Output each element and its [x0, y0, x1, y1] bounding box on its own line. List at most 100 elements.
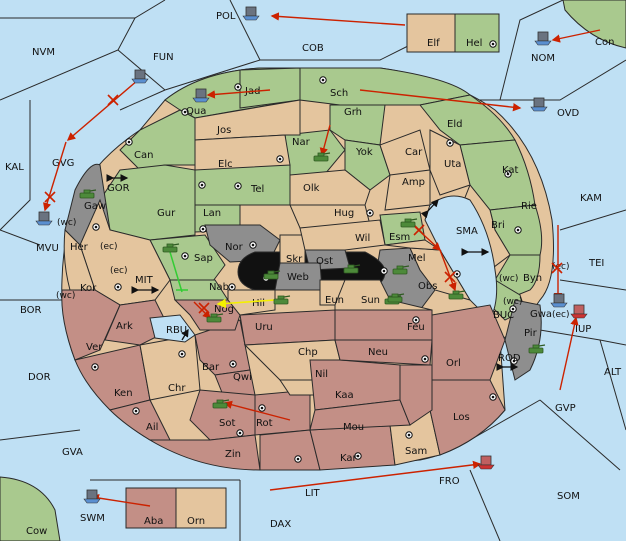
province-eun-south[interactable]	[334, 279, 433, 311]
label-rbu: RBU	[166, 325, 187, 336]
label-som: SOM	[557, 491, 580, 502]
label-mel: Mel	[408, 253, 426, 264]
label-byn: Byn	[523, 273, 542, 284]
label-dax: DAX	[270, 519, 291, 530]
label-amp: Amp	[402, 177, 425, 188]
coast-tag-kor-ec: (ec)	[110, 266, 128, 276]
province-zin[interactable]	[148, 434, 261, 471]
label-tel: Tel	[250, 184, 264, 195]
label-esm: Esm	[389, 232, 410, 243]
province-yok[interactable]	[344, 139, 391, 191]
label-car: Car	[405, 147, 423, 158]
province-cow[interactable]	[0, 476, 61, 541]
label-cob: COB	[302, 43, 324, 54]
label-aba: Aba	[144, 516, 163, 527]
label-nar: Nar	[292, 137, 311, 148]
province-tel[interactable]	[194, 164, 291, 206]
label-buc: BUC	[493, 310, 514, 321]
label-rie: Rie	[521, 201, 537, 212]
label-nom: NOM	[531, 53, 555, 64]
label-gur: Gur	[157, 208, 176, 219]
province-wil[interactable]	[299, 219, 386, 251]
label-can: Can	[134, 150, 153, 161]
label-sma: SMA	[456, 226, 478, 237]
label-fro: FRO	[439, 476, 460, 487]
label-dor: DOR	[28, 372, 51, 383]
label-jos: Jos	[216, 125, 231, 136]
coast-tag-gaw-wc: (wc)	[57, 218, 76, 228]
label-skr: Skr	[286, 254, 303, 265]
label-gor: GOR	[107, 183, 130, 194]
label-ken: Ken	[114, 388, 133, 399]
support-order	[169, 251, 188, 293]
label-sot: Sot	[219, 418, 235, 429]
label-swm: SWM	[80, 513, 105, 524]
province-sch[interactable]	[299, 67, 472, 106]
label-sap: Sap	[194, 253, 213, 264]
province-orn[interactable]	[175, 487, 227, 529]
coast-tag-gwa-ec: (ec)	[552, 310, 570, 320]
label-orl: Orl	[446, 358, 461, 369]
label-gaw: Gaw	[84, 201, 106, 212]
yellow-order	[216, 298, 276, 309]
label-rod: ROD	[498, 353, 521, 364]
label-hug: Hug	[334, 208, 354, 219]
label-ark: Ark	[116, 321, 133, 332]
province-elf[interactable]	[406, 13, 456, 53]
label-feu: Feu	[407, 322, 425, 333]
label-eun: Eun	[325, 295, 344, 306]
label-lan: Lan	[203, 208, 221, 219]
coast-tags: (wc) (ec) (ec) (wc) (wc) (ec) (wc) (ec)	[56, 218, 570, 320]
coast-tag-byn-wc: (wc)	[499, 274, 518, 284]
label-hil: Hil	[252, 298, 265, 309]
label-chp: Chp	[298, 347, 318, 358]
province-elc[interactable]	[194, 134, 291, 171]
label-kar: Kar	[340, 453, 358, 464]
province-hil[interactable]	[227, 289, 276, 316]
label-pir: Pir	[524, 328, 538, 339]
label-lit: LIT	[305, 488, 321, 499]
province-skr[interactable]	[279, 234, 306, 264]
label-grh: Grh	[344, 107, 362, 118]
label-ail: Ail	[146, 422, 158, 433]
label-hel: Hel	[466, 38, 482, 49]
label-elc: Elc	[218, 159, 233, 170]
convoy-arrows	[106, 174, 519, 371]
label-qua: Qua	[186, 106, 206, 117]
province-kaa-east[interactable]	[399, 364, 433, 426]
label-kat: Kat	[502, 165, 519, 176]
coast-tag-her-ec: (ec)	[100, 242, 118, 252]
label-cow: Cow	[26, 526, 47, 537]
label-sch: Sch	[330, 88, 348, 99]
label-ovd: OVD	[557, 108, 580, 119]
label-elf: Elf	[427, 38, 440, 49]
label-bar: Bar	[202, 362, 220, 373]
label-nab: Nab	[209, 282, 229, 293]
label-fun: FUN	[153, 52, 174, 63]
label-gvp: GVP	[555, 403, 576, 414]
label-wil: Wil	[355, 233, 370, 244]
coast-tag-gwa-wc: (wc)	[503, 297, 522, 307]
label-eld: Eld	[447, 119, 462, 130]
label-los: Los	[453, 412, 470, 423]
failed-order-markers	[44, 94, 563, 314]
label-kam: KAM	[580, 193, 602, 204]
label-yok: Yok	[355, 147, 373, 158]
label-gva: GVA	[62, 447, 83, 458]
province-amp[interactable]	[384, 169, 431, 211]
label-gwa: Gwa	[530, 309, 552, 320]
province-aba[interactable]	[125, 487, 177, 529]
label-zin: Zin	[225, 449, 241, 460]
label-nil: Nil	[315, 369, 328, 380]
province-uta[interactable]	[429, 129, 471, 196]
map-labels: POL COB NVM FUN NOM Con Elf Hel OVD KAL …	[5, 11, 622, 537]
label-con: Con	[595, 37, 614, 48]
province-jos[interactable]	[194, 99, 301, 141]
label-olk: Olk	[303, 183, 320, 194]
label-mit: MIT	[135, 275, 154, 286]
province-los[interactable]	[429, 379, 506, 456]
label-sun: Sun	[361, 295, 380, 306]
label-tei: TEI	[588, 258, 604, 269]
label-mvu: MVU	[36, 243, 59, 254]
